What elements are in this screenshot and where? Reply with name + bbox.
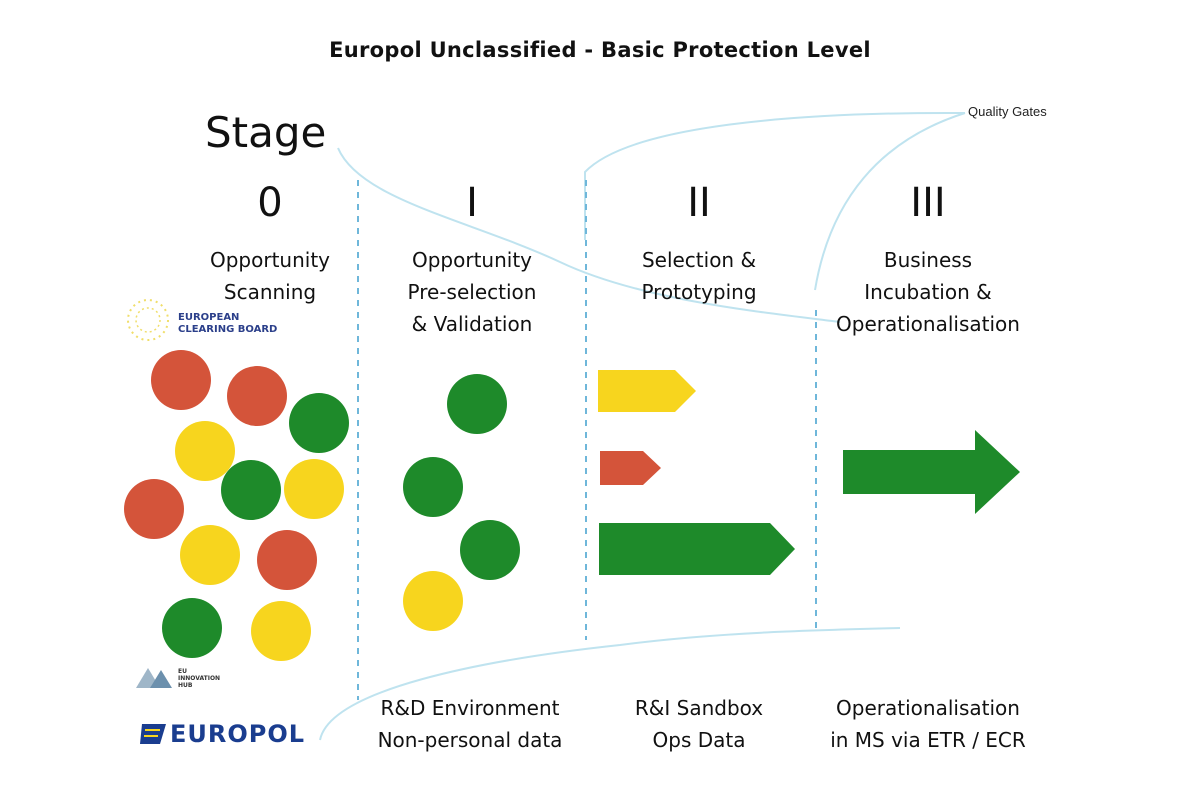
environment-line: Operationalisation <box>836 696 1020 720</box>
idea-circle-green <box>221 460 281 520</box>
idea-circle-red <box>151 350 211 410</box>
idea-circle-yellow <box>403 571 463 631</box>
idea-circle-yellow <box>251 601 311 661</box>
europol-logo-emblem <box>140 724 166 744</box>
idea-circle-red <box>257 530 317 590</box>
stage-numeral: III <box>910 180 946 226</box>
stage-numeral: I <box>466 180 478 226</box>
europol-logo-text: EUROPOL <box>170 720 306 748</box>
classification-banner: Europol Unclassified - Basic Protection … <box>329 38 871 62</box>
stage-title-line: Selection & <box>641 248 757 272</box>
stage-label: Stage <box>205 108 327 157</box>
idea-circle-green <box>289 393 349 453</box>
stage-numeral: 0 <box>257 180 283 226</box>
environment-line: R&I Sandbox <box>634 696 764 720</box>
idea-circle-green <box>403 457 463 517</box>
eu-innovation-hub-text: EU INNOVATION HUB <box>178 668 220 689</box>
idea-circle-yellow <box>284 459 344 519</box>
idea-circle-yellow <box>175 421 235 481</box>
ecb-line: CLEARING BOARD <box>178 324 278 335</box>
prototype-arrow-yellow <box>598 370 696 412</box>
stage-title-line: Opportunity <box>209 248 331 272</box>
euih-line: HUB <box>178 682 193 689</box>
environment-curve <box>319 627 901 741</box>
idea-circle-red <box>227 366 287 426</box>
idea-circle-green <box>162 598 222 658</box>
environment-label: R&D Environment Non-personal data <box>350 692 590 756</box>
european-clearing-board-logo <box>127 299 169 341</box>
stage-title: Opportunity Scanning <box>160 244 380 308</box>
operational-arrow <box>843 430 1020 514</box>
stage-title: Business Incubation & Operationalisation <box>818 244 1038 340</box>
stage-title: Selection & Prototyping <box>589 244 809 308</box>
environment-label: Operationalisation in MS via ETR / ECR <box>808 692 1048 756</box>
stage-title: Opportunity Pre-selection & Validation <box>362 244 582 340</box>
euih-line: INNOVATION <box>178 675 221 682</box>
stage-title-line: Incubation & <box>864 280 992 304</box>
environment-line: Non-personal data <box>377 728 563 752</box>
prototype-arrow-green <box>599 523 795 575</box>
stage-title-line: Scanning <box>223 280 317 304</box>
environment-line: R&D Environment <box>380 696 560 720</box>
stage-title-line: Prototyping <box>641 280 757 304</box>
environment-line: in MS via ETR / ECR <box>830 728 1026 752</box>
environment-label: R&I Sandbox Ops Data <box>579 692 819 756</box>
stage-title-line: Pre-selection <box>407 280 537 304</box>
stage-title-line: & Validation <box>411 312 533 336</box>
eu-innovation-hub-logo <box>135 664 173 690</box>
idea-circle-green <box>447 374 507 434</box>
idea-circle-yellow <box>180 525 240 585</box>
prototype-arrow-red <box>600 451 661 485</box>
euih-line: EU <box>178 668 187 675</box>
stage-title-line: Operationalisation <box>836 312 1020 336</box>
quality-gates-label: Quality Gates <box>968 104 1047 119</box>
stage-curve <box>337 147 841 323</box>
european-clearing-board-text: EUROPEAN CLEARING BOARD <box>178 312 277 336</box>
quality-gate-curve <box>584 111 966 240</box>
stage-numeral: II <box>687 180 711 226</box>
idea-circle-green <box>460 520 520 580</box>
stage-title-line: Opportunity <box>411 248 533 272</box>
quality-gate-curve <box>814 112 966 291</box>
ecb-line: EUROPEAN <box>178 312 240 323</box>
environment-line: Ops Data <box>652 728 746 752</box>
idea-circle-red <box>124 479 184 539</box>
stage-title-line: Business <box>883 248 973 272</box>
